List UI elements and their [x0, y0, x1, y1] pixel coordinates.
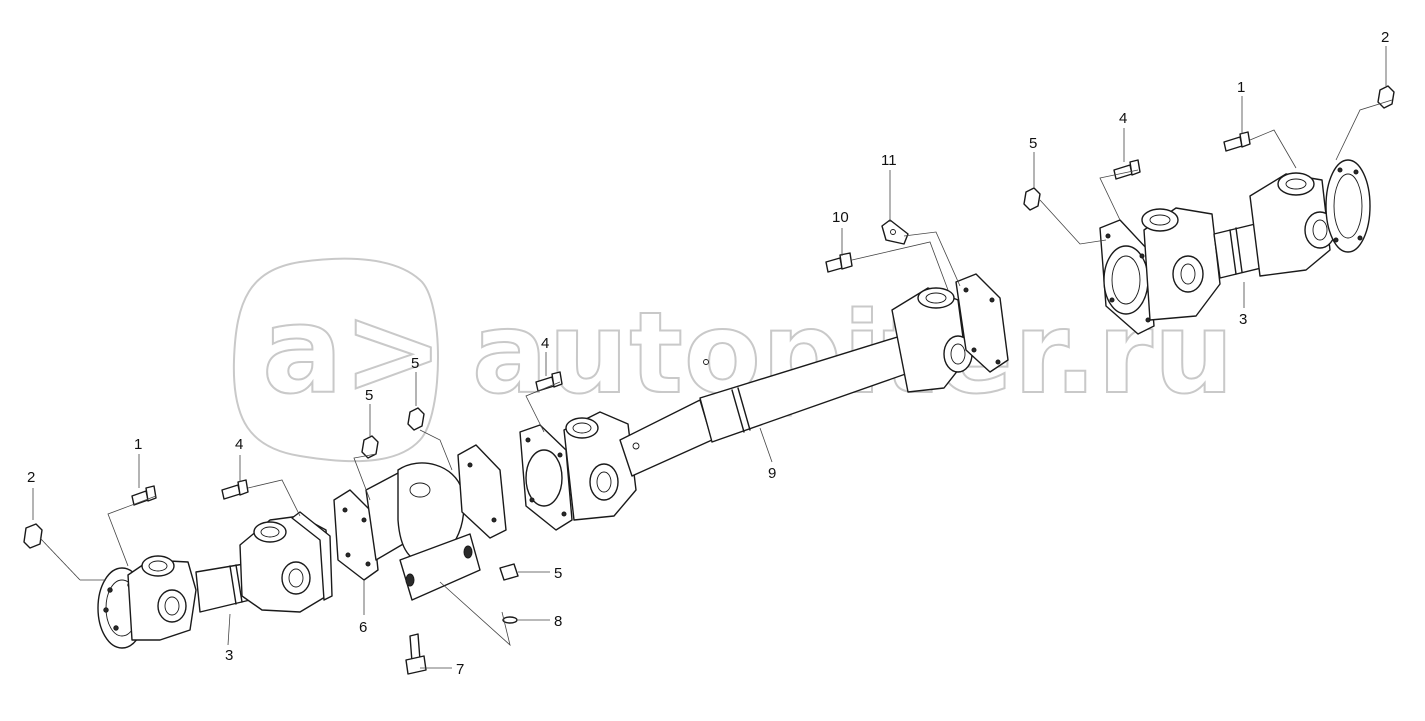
- bolt-mid-4: [535, 371, 563, 392]
- left-universal-joint: [97, 511, 333, 649]
- plate-11: [881, 219, 909, 245]
- nut-5-right: [499, 563, 519, 581]
- callout-7: 7: [456, 661, 464, 678]
- bolt-10: [825, 252, 853, 273]
- callout-8: 8: [554, 613, 562, 630]
- callout-5-top: 5: [1029, 135, 1037, 152]
- callout-2-left: 2: [27, 469, 35, 486]
- callout-3-right: 3: [1239, 311, 1247, 328]
- callout-2-top: 2: [1381, 29, 1389, 46]
- fasteners: [23, 85, 1395, 675]
- right-universal-joint: [1099, 159, 1371, 335]
- callout-5-right: 5: [554, 565, 562, 582]
- leader-lines: [32, 46, 1393, 669]
- bolt-left-1: [131, 485, 157, 506]
- callout-labels: 2 1 4 3 5 5 6 4 5 8 7 9 10 11 5 4 1 2 3: [27, 29, 1389, 678]
- callout-4-mid: 4: [541, 335, 549, 352]
- main-shaft: [519, 329, 935, 531]
- nut-5b: [407, 407, 425, 431]
- washer-8: [502, 616, 518, 624]
- callout-1-left: 1: [134, 436, 142, 453]
- callout-9: 9: [768, 465, 776, 482]
- watermark-logo-frame: [232, 257, 439, 463]
- callout-3-left: 3: [225, 647, 233, 664]
- callout-10: 10: [832, 209, 849, 226]
- bolt-top-1: [1223, 131, 1251, 152]
- callout-4-top: 4: [1119, 110, 1127, 127]
- bolt-7: [405, 633, 427, 675]
- bolt-top-4: [1113, 159, 1141, 180]
- bearing-bracket: [399, 533, 481, 601]
- mid-flange-plate: [457, 444, 507, 539]
- upper-main-yoke: [891, 273, 1009, 393]
- callout-6: 6: [359, 619, 367, 636]
- bolt-left-4: [221, 479, 249, 500]
- center-bearing-assembly: [333, 444, 507, 601]
- nut-top-2: [1377, 85, 1395, 109]
- nut-5-top: [1023, 187, 1041, 211]
- bearing-housing: [397, 462, 465, 562]
- callout-5-b: 5: [411, 355, 419, 372]
- callout-1-top: 1: [1237, 79, 1245, 96]
- callout-5-a: 5: [365, 387, 373, 404]
- nut-left: [23, 523, 43, 549]
- watermark-logo: a>: [262, 282, 444, 421]
- callout-4-left: 4: [235, 436, 243, 453]
- callout-11: 11: [881, 152, 897, 169]
